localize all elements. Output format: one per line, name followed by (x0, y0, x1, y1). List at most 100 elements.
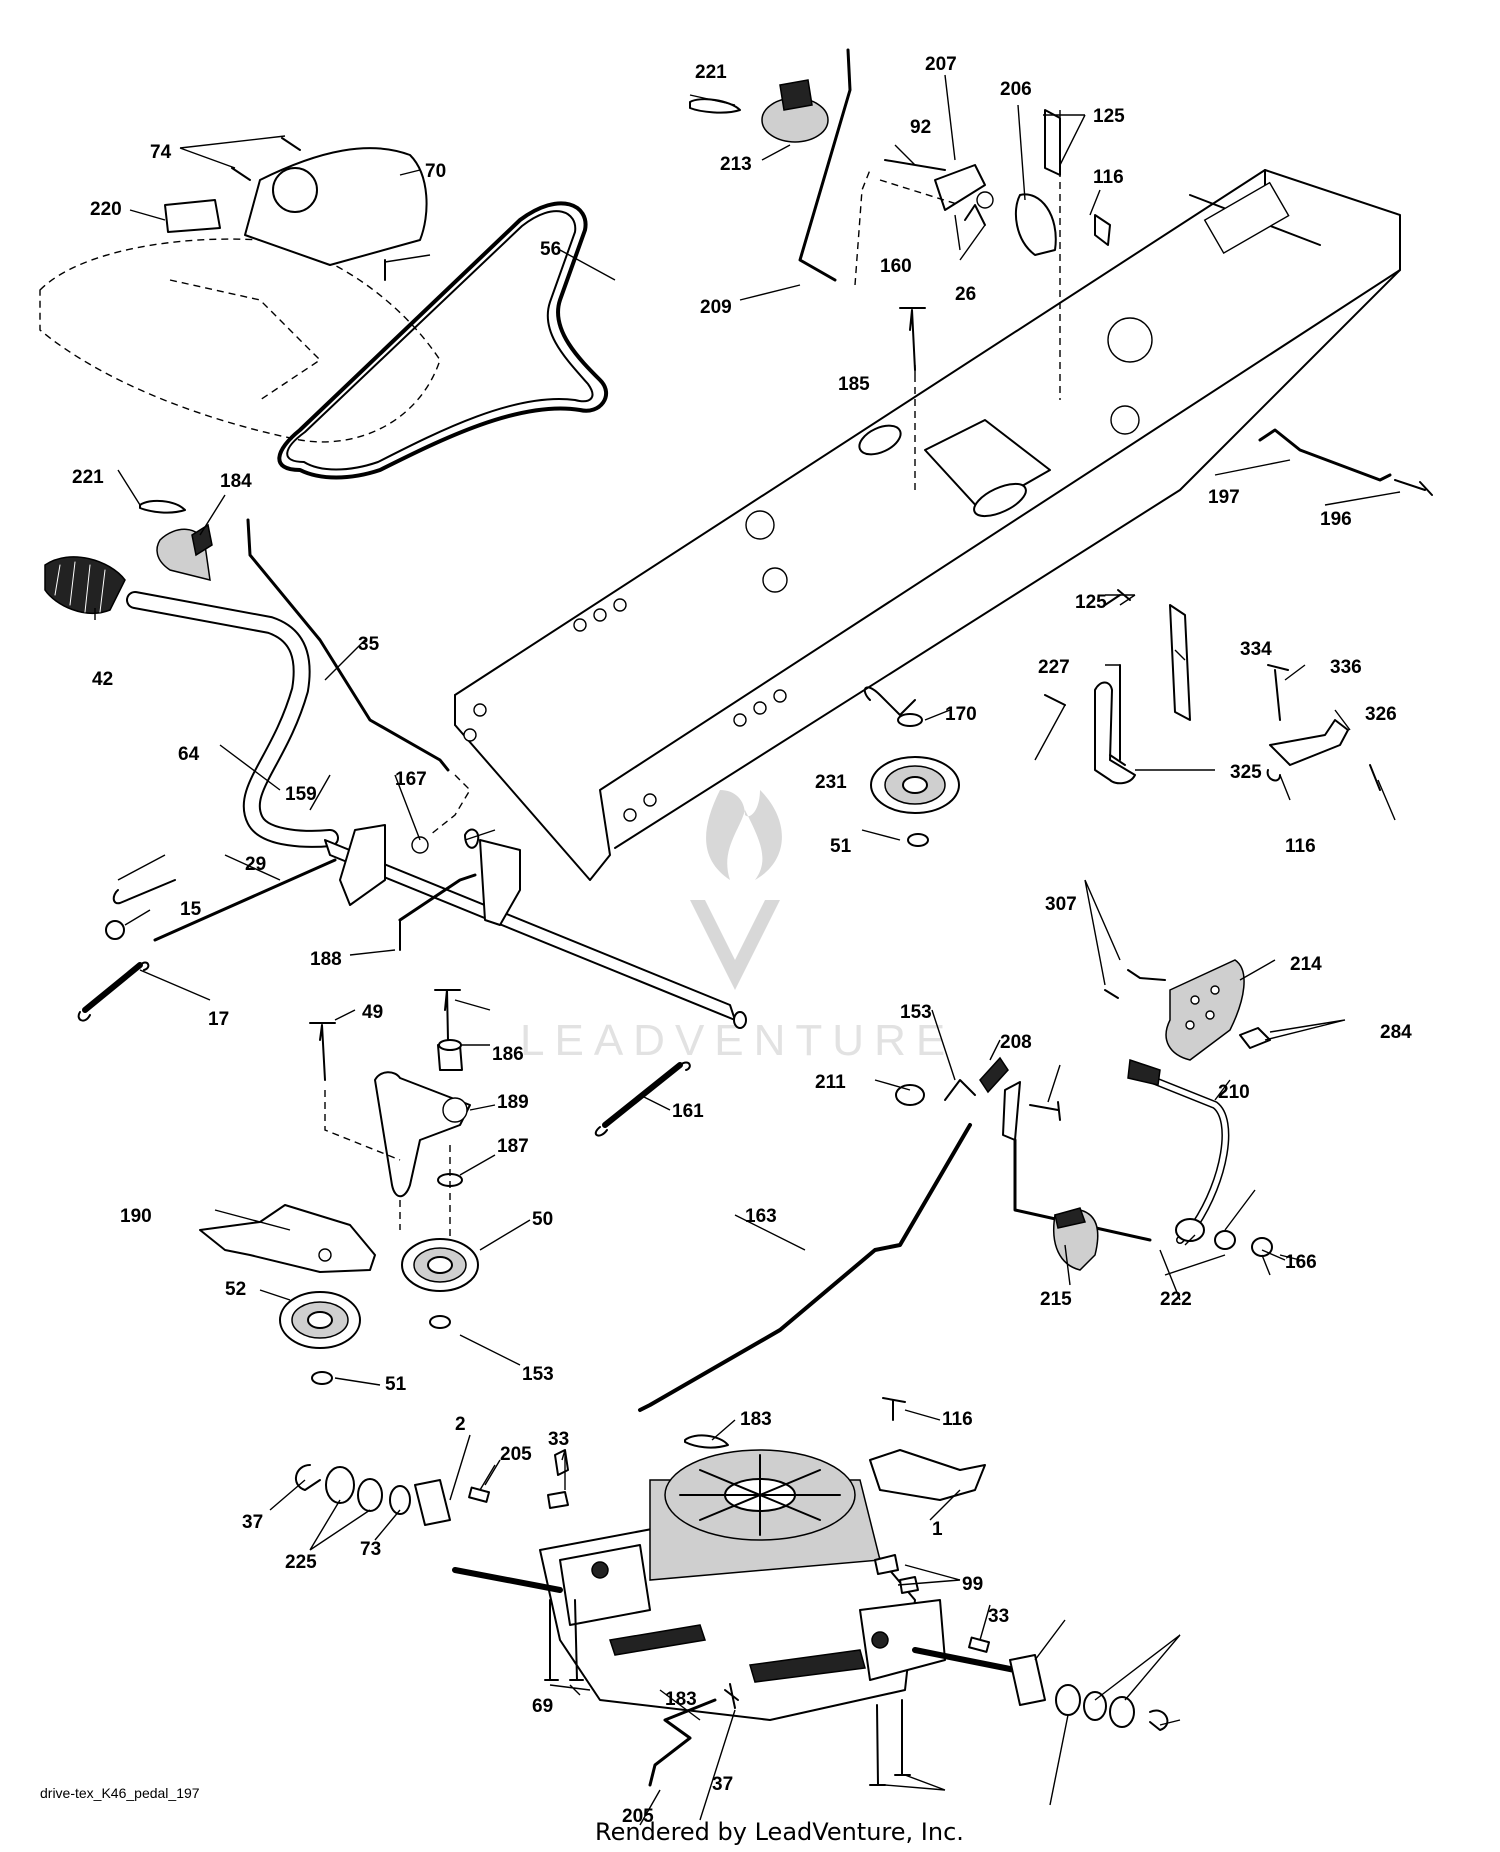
callout-label: 69 (532, 1696, 553, 1717)
hand-grip (44, 556, 126, 614)
tension-spring (602, 1062, 683, 1128)
axle-bolts (544, 1599, 911, 1786)
callout-label: 50 (532, 1209, 553, 1230)
render-credit: Rendered by LeadVenture, Inc. (595, 1818, 964, 1846)
left-axle-hardware (295, 1449, 569, 1526)
cruise-rod (246, 518, 450, 772)
callout-label: 70 (425, 161, 446, 182)
callout-label: 116 (1093, 167, 1124, 188)
fan-shroud-bracket (869, 1449, 986, 1501)
callout-label: 284 (1380, 1022, 1412, 1043)
callout-label: 307 (1045, 894, 1077, 915)
callout-label: 197 (1208, 487, 1240, 508)
callout-label: 205 (500, 1444, 532, 1465)
callout-label: 125 (1093, 106, 1125, 127)
callout-label: 159 (285, 784, 317, 805)
control-rod (638, 1123, 972, 1412)
callout-label: 74 (150, 142, 172, 163)
callout-label: 189 (497, 1092, 529, 1113)
callout-label: 17 (208, 1009, 229, 1030)
callout-label: 49 (362, 1002, 383, 1023)
callout-label: 334 (1240, 639, 1272, 660)
idler-bracket (289, 989, 471, 1256)
callout-label: 221 (72, 467, 104, 488)
shift-rod (798, 48, 852, 282)
callout-label: 35 (358, 634, 380, 655)
return-spring (82, 962, 143, 1013)
callout-label: 190 (120, 1206, 152, 1227)
diagram-caption: drive-tex_K46_pedal_197 (40, 1785, 200, 1801)
callout-label: 187 (497, 1136, 529, 1157)
callout-label: 64 (178, 744, 200, 765)
callout-label: 209 (700, 297, 732, 318)
belt-guide-plate (199, 1204, 376, 1273)
callout-label: 184 (220, 471, 252, 492)
callout-label: 186 (492, 1044, 524, 1065)
pedal-cap (156, 523, 213, 581)
callout-label: 52 (225, 1279, 246, 1300)
callout-label: 325 (1230, 762, 1262, 783)
mounting-brackets (1044, 589, 1381, 791)
idler-pulley-lower (279, 1291, 361, 1385)
callout-label: 26 (955, 284, 976, 305)
callout-label: 188 (310, 949, 342, 970)
hairpin-clip (139, 499, 186, 514)
control-lever-inner (128, 593, 337, 846)
callout-label: 15 (180, 899, 202, 920)
hairpin-clip-lower (684, 1434, 729, 1449)
pedal-lever-assembly (895, 1056, 1273, 1271)
callout-label: 2 (455, 1414, 466, 1435)
callout-label: 183 (740, 1409, 772, 1430)
pedal-shaft-assembly (153, 824, 747, 1029)
engine-pulley (863, 686, 960, 847)
callout-label: 51 (385, 1374, 407, 1395)
callout-label: 170 (945, 704, 977, 725)
callout-labels: 221 213 92 207 206 125 116 74 70 220 56 … (72, 54, 1412, 1827)
callout-label: 1 (932, 1519, 943, 1540)
hood-fender (39, 137, 441, 443)
callout-label: 231 (815, 772, 847, 793)
callout-label: 51 (830, 836, 852, 857)
callout-label: 183 (665, 1689, 697, 1710)
callout-label: 166 (1285, 1252, 1317, 1273)
callout-label: 227 (1038, 657, 1070, 678)
callout-label: 221 (695, 62, 727, 83)
watermark-text: LEADVENTURE (520, 1016, 955, 1065)
callout-label: 37 (242, 1512, 263, 1533)
callout-label: 210 (1218, 1082, 1250, 1103)
callout-label: 56 (540, 239, 561, 260)
callout-label: 196 (1320, 509, 1352, 530)
callout-label: 336 (1330, 657, 1362, 678)
callout-label: 73 (360, 1539, 381, 1560)
drive-belt (277, 201, 608, 480)
callout-label: 213 (720, 154, 752, 175)
callout-label: 222 (1160, 1289, 1192, 1310)
flat-washer (105, 920, 125, 940)
callout-label: 116 (942, 1409, 973, 1430)
callout-label: 125 (1075, 592, 1107, 613)
callout-label: 214 (1290, 954, 1322, 975)
callout-label: 167 (395, 769, 427, 790)
shift-bracket (879, 109, 1111, 400)
callout-label: 37 (712, 1774, 733, 1795)
watermark-logo (690, 790, 782, 990)
callout-label: 225 (285, 1552, 317, 1573)
frame-chassis (454, 169, 1401, 881)
callout-label: 99 (962, 1574, 983, 1595)
callout-label: 42 (92, 669, 113, 690)
callout-label: 163 (745, 1206, 777, 1227)
foot-pedal-pad (1104, 959, 1271, 1061)
callout-label: 92 (910, 117, 931, 138)
shift-knob (689, 79, 829, 143)
cotter-pin (112, 879, 176, 905)
callout-label: 160 (880, 256, 912, 277)
brake-rod (1258, 428, 1392, 482)
callout-label: 326 (1365, 704, 1397, 725)
callout-label: 185 (838, 374, 870, 395)
callout-label: 207 (925, 54, 957, 75)
callout-label: 29 (245, 854, 266, 875)
idler-pulley-upper (401, 1238, 479, 1329)
callout-label: 215 (1040, 1289, 1072, 1310)
bypass-rod (648, 1698, 717, 1787)
